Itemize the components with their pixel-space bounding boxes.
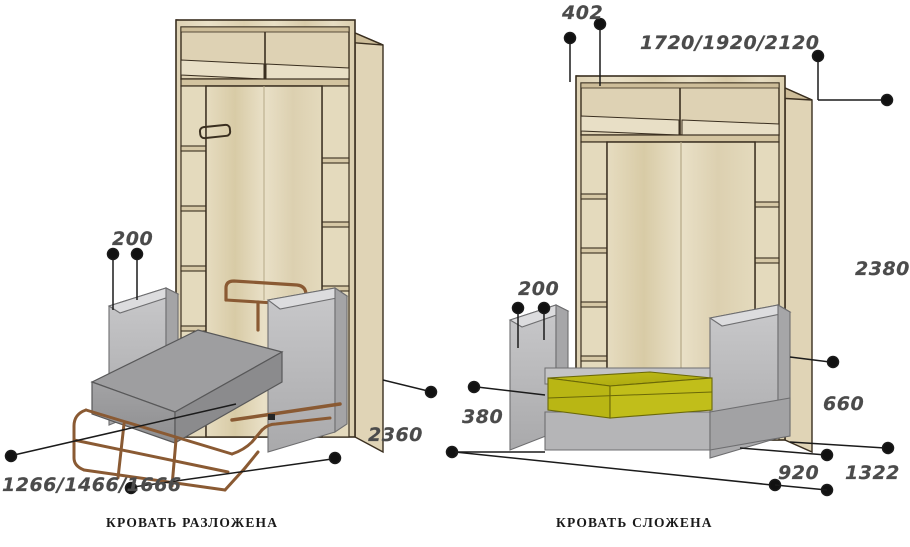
dimension-label-top-box-height: 402 — [562, 2, 604, 24]
left-dimension-leaders — [4, 247, 438, 495]
dimension-label-cabinet-height: 2380 — [855, 258, 910, 280]
caption-bed-unfolded: КРОВАТЬ РАЗЛОЖЕНА — [106, 515, 279, 530]
left-mattress — [90, 329, 284, 445]
dimension-label-overall-height-left: 2360 — [368, 424, 423, 446]
right-dimension-leaders — [445, 17, 895, 497]
dimension-label-cabinet-depth: 920 — [778, 462, 820, 484]
dimension-label-overall-length-left: 1266/1466/1666 — [2, 474, 182, 496]
dimension-label-overall-width: 1720/1920/2120 — [640, 32, 820, 54]
right-mattress-yellow — [547, 371, 713, 419]
view-right-geometry — [445, 17, 895, 497]
dimension-label-total-depth: 1322 — [845, 462, 900, 484]
dimension-label-lower-height: 660 — [823, 393, 865, 415]
bed-leg-frame — [72, 408, 332, 492]
caption-bed-folded: КРОВАТЬ СЛОЖЕНА — [556, 515, 713, 530]
dimension-label-plinth-depth-left: 200 — [112, 228, 154, 250]
view-left-geometry — [4, 19, 438, 495]
dimension-label-seat-height: 380 — [462, 406, 504, 428]
door-handle-icon — [198, 123, 232, 140]
dimension-label-plinth-depth-right: 200 — [518, 278, 560, 300]
